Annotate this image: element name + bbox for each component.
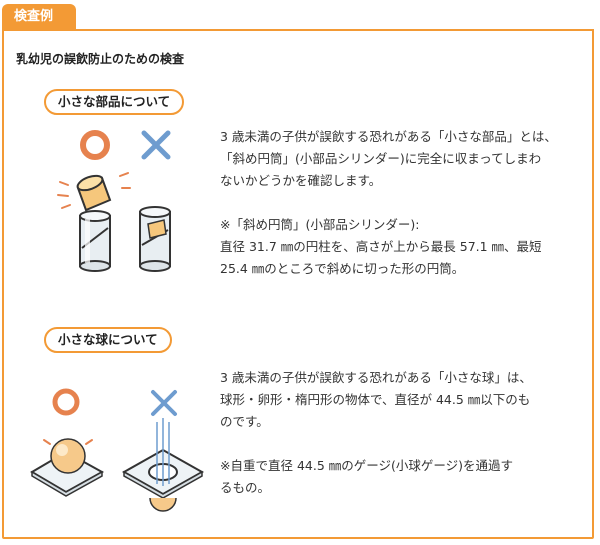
small-part-piece: [76, 174, 112, 212]
small-ball-illustration: [30, 388, 205, 512]
page-title: 乳幼児の誤飲防止のための検査: [16, 52, 185, 66]
small-ball-description: 3 歳未満の子供が誤飲する恐れがある「小さな球」は、 球形・卵形・楕円形の物体で…: [220, 370, 532, 495]
section-label-small-parts: 小さな部品について: [44, 89, 185, 115]
small-parts-illustration: [57, 130, 171, 272]
small-parts-description: 3 歳未満の子供が誤飲する恐れがある「小さな部品」とは、 「斜め円筒」(小部品シ…: [220, 129, 557, 276]
section-label-small-ball: 小さな球について: [44, 327, 172, 353]
ball-gauge-icon: [121, 418, 205, 512]
cylinder-icon: [79, 210, 111, 272]
cross-ng-icon: [151, 390, 177, 416]
circle-ok-icon: [52, 388, 80, 416]
ball-gauge-icon: [30, 438, 105, 497]
content-frame: [2, 29, 594, 539]
cross-ng-icon: [141, 130, 171, 160]
circle-ok-icon: [80, 130, 110, 160]
cylinder-icon: [139, 206, 171, 272]
tab-example: 検査例: [2, 4, 76, 30]
